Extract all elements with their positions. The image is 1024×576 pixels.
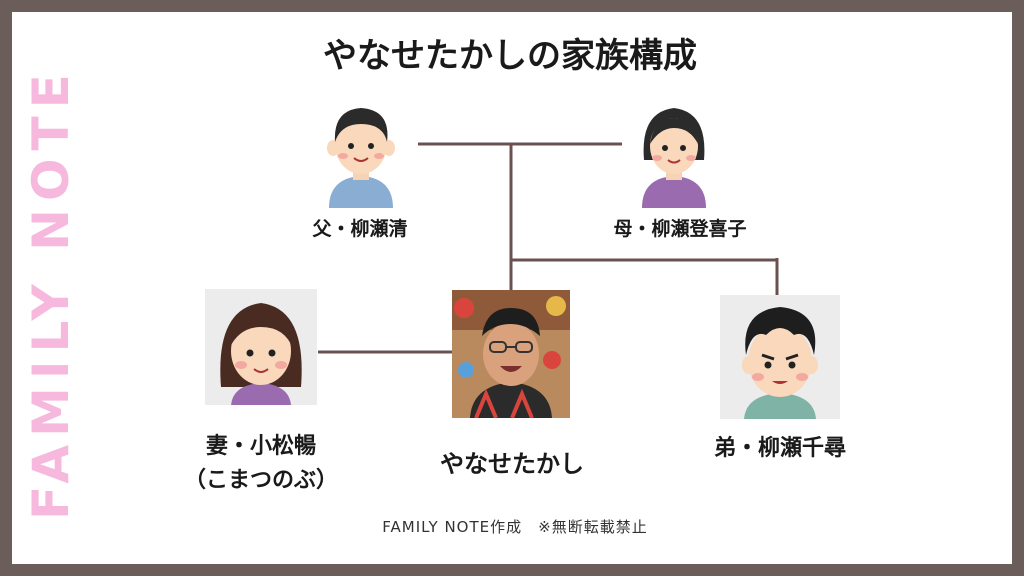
- mother-label: 母・柳瀬登喜子: [613, 218, 747, 240]
- footer-note: FAMILY NOTE作成 ※無断転載禁止: [382, 518, 648, 536]
- father-illustration: [327, 108, 395, 208]
- brother-illustration: [720, 295, 840, 419]
- wife-label: 妻・小松暢: [205, 434, 316, 459]
- self-label: やなせたかし: [440, 450, 584, 478]
- diagram-title: やなせたかしの家族構成: [323, 36, 697, 76]
- wife-reading-label: （こまつのぶ）: [183, 468, 338, 493]
- yanase-takashi-photo: [452, 290, 570, 418]
- brother-label: 弟・柳瀬千尋: [713, 436, 846, 461]
- wife-illustration: [205, 289, 317, 405]
- father-label: 父・柳瀬清: [312, 218, 408, 240]
- mother-illustration: [642, 108, 706, 208]
